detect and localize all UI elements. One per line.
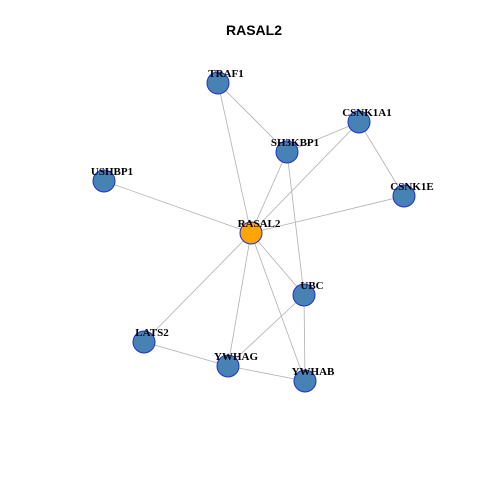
node-label-ywhag: YWHAG bbox=[214, 351, 258, 363]
edge-rasal2-ywhag bbox=[227, 232, 252, 367]
node-circle-csnk1a1 bbox=[347, 110, 371, 134]
edge-rasal2-csnk1e bbox=[250, 195, 405, 234]
node-traf1: TRAF1 bbox=[206, 68, 244, 95]
node-label-csnk1e: CSNK1E bbox=[390, 181, 433, 193]
node-label-traf1: TRAF1 bbox=[208, 68, 243, 80]
node-label-csnk1a1: CSNK1A1 bbox=[342, 107, 392, 119]
edge-rasal2-ywhab bbox=[250, 232, 306, 382]
node-circle-ushbp1 bbox=[92, 169, 116, 193]
edge-rasal2-traf1 bbox=[217, 82, 252, 234]
node-circle-csnk1e bbox=[392, 184, 416, 208]
node-csnk1a1: CSNK1A1 bbox=[342, 107, 392, 134]
edge-sh3kbp1-ubc bbox=[286, 151, 305, 296]
node-label-ubc: UBC bbox=[300, 280, 323, 292]
node-circle-ywhab bbox=[293, 369, 317, 393]
edge-rasal2-csnk1a1 bbox=[250, 121, 360, 234]
edge-traf1-sh3kbp1 bbox=[217, 82, 288, 153]
edge-ubc-ywhag bbox=[227, 294, 305, 367]
edge-rasal2-ushbp1 bbox=[103, 180, 252, 234]
node-label-lats2: LATS2 bbox=[135, 327, 169, 339]
node-label-ywhab: YWHAB bbox=[292, 366, 335, 378]
node-csnk1e: CSNK1E bbox=[390, 181, 434, 208]
node-circle-ywhag bbox=[216, 354, 240, 378]
node-circle-lats2 bbox=[132, 330, 156, 354]
edge-sh3kbp1-csnk1a1 bbox=[286, 121, 360, 153]
edge-ubc-ywhab bbox=[303, 294, 306, 382]
node-sh3kbp1: SH3KBP1 bbox=[271, 137, 319, 164]
edge-csnk1a1-csnk1e bbox=[358, 121, 405, 197]
edges-layer bbox=[103, 82, 405, 382]
node-rasal2: RASAL2 bbox=[238, 218, 281, 245]
node-ushbp1: USHBP1 bbox=[91, 166, 133, 193]
node-label-ushbp1: USHBP1 bbox=[91, 166, 133, 178]
edge-lats2-ywhag bbox=[143, 341, 229, 367]
edge-rasal2-sh3kbp1 bbox=[250, 151, 288, 234]
node-lats2: LATS2 bbox=[132, 327, 169, 354]
edge-rasal2-lats2 bbox=[143, 232, 252, 343]
edge-ywhag-ywhab bbox=[227, 365, 306, 382]
node-ywhab: YWHAB bbox=[292, 366, 335, 393]
node-circle-traf1 bbox=[206, 71, 230, 95]
node-label-sh3kbp1: SH3KBP1 bbox=[271, 137, 319, 149]
node-ywhag: YWHAG bbox=[214, 351, 258, 378]
edge-rasal2-ubc bbox=[250, 232, 305, 296]
node-circle-rasal2 bbox=[239, 221, 263, 245]
node-ubc: UBC bbox=[292, 280, 324, 307]
node-label-rasal2: RASAL2 bbox=[238, 218, 281, 230]
node-circle-ubc bbox=[292, 283, 316, 307]
diagram-title: RASAL2 bbox=[226, 22, 282, 38]
node-circle-sh3kbp1 bbox=[275, 140, 299, 164]
